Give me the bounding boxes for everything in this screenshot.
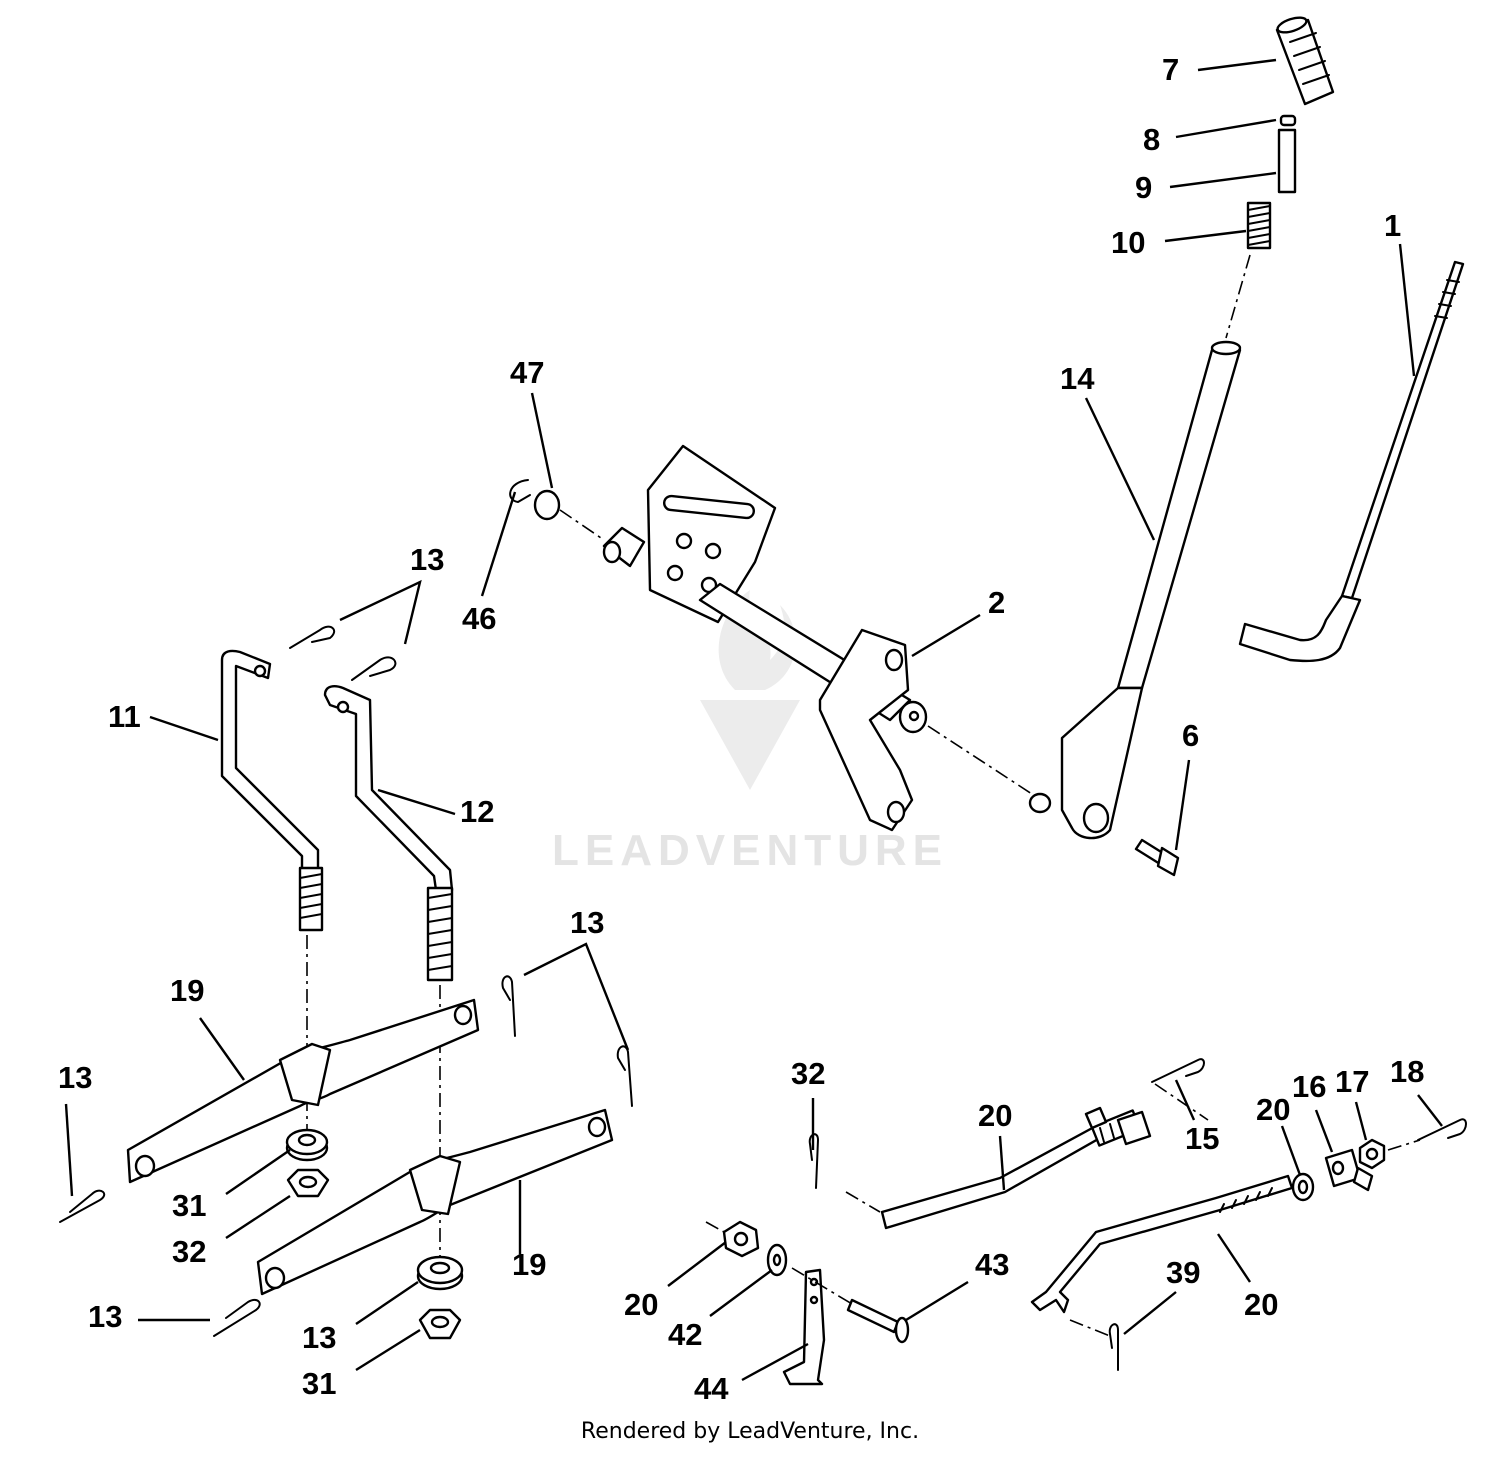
- lift-rod-part: [1238, 260, 1465, 663]
- callout-label: 13: [410, 542, 444, 577]
- callout-label: 18: [1390, 1054, 1424, 1089]
- callout-label: 6: [1182, 718, 1199, 753]
- footer-credit: Rendered by LeadVenture, Inc.: [581, 1419, 919, 1444]
- callout-label: 7: [1162, 52, 1179, 87]
- callout-label: 32: [172, 1234, 206, 1269]
- callout-label: 12: [460, 794, 494, 829]
- spacer-part: [285, 1128, 329, 1162]
- callout-label: 9: [1135, 170, 1152, 205]
- spacer-part: [416, 1255, 464, 1291]
- callout-label: 11: [108, 699, 141, 734]
- callout-label: 20: [978, 1098, 1012, 1133]
- lift-link-right-part: [323, 685, 454, 982]
- hairpin-clip-part: [1151, 1058, 1205, 1083]
- leader-lines: [64, 58, 1443, 1382]
- callout-label: 32: [791, 1056, 825, 1091]
- knob-part: [1275, 16, 1335, 106]
- callout-label: 20: [1244, 1287, 1278, 1322]
- hairpin-clip-part: [1108, 1323, 1119, 1371]
- adjustment-rod-lower-part: [1030, 1174, 1294, 1314]
- callout-label: 31: [302, 1366, 336, 1401]
- callout-label: 15: [1185, 1121, 1219, 1156]
- callout-label: 13: [88, 1299, 122, 1334]
- callout-label: 20: [1256, 1092, 1290, 1127]
- ferrule-part: [1279, 114, 1297, 127]
- retaining-clip-part: [509, 479, 531, 503]
- hairpin-clip-part: [1417, 1118, 1467, 1141]
- pin-part: [1277, 128, 1297, 194]
- callout-label: 10: [1111, 225, 1145, 260]
- hairpin-clip-part: [616, 1045, 633, 1107]
- callout-label: 14: [1060, 361, 1095, 396]
- hairpin-clip-part: [501, 975, 516, 1037]
- hairpin-clip-part: [289, 625, 336, 649]
- callout-label: 31: [172, 1188, 206, 1223]
- callout-label: 44: [694, 1371, 729, 1406]
- callout-label: 17: [1335, 1064, 1369, 1099]
- callout-label: 13: [302, 1320, 336, 1355]
- callout-label: 46: [462, 601, 496, 636]
- carriage-bolt-part: [846, 1298, 910, 1344]
- flat-washer-part: [766, 1243, 788, 1277]
- bracket-part: [782, 1268, 826, 1386]
- callout-label: 13: [570, 905, 604, 940]
- callout-label: 19: [170, 973, 204, 1008]
- watermark-text: LEADVENTURE: [552, 826, 948, 875]
- lift-link-left-part: [220, 649, 324, 932]
- jam-nut-part: [1358, 1138, 1386, 1170]
- washer-ring-part: [533, 489, 561, 521]
- callout-label: 1: [1384, 208, 1401, 243]
- watermark-flame-logo: [700, 590, 800, 790]
- lift-arm-lower-part: [256, 1108, 614, 1296]
- callout-label: 39: [1166, 1255, 1200, 1290]
- lift-handle-part: [1028, 340, 1242, 840]
- callout-label: 13: [58, 1060, 92, 1095]
- callout-label: 47: [510, 355, 544, 390]
- lift-shaft-part: [602, 444, 928, 832]
- washer-nut-part: [1291, 1172, 1315, 1202]
- hairpin-clip-part: [59, 1189, 106, 1223]
- bolt-part: [1134, 838, 1180, 877]
- trunnion-block-part: [1324, 1148, 1374, 1192]
- callout-label: 16: [1292, 1069, 1326, 1104]
- locknut-part: [722, 1220, 760, 1258]
- callout-label: 2: [988, 585, 1005, 620]
- hairpin-clip-part: [351, 656, 397, 681]
- callout-label: 43: [975, 1247, 1009, 1282]
- callout-label: 19: [512, 1247, 546, 1282]
- callout-labels: 7 8 9 10 1 14 47 46 2 6 13 11 12 13 19 1…: [58, 52, 1424, 1406]
- callout-label: 8: [1143, 122, 1160, 157]
- hex-nut-part: [286, 1168, 330, 1198]
- adjustment-rod-upper-part: [880, 1106, 1152, 1230]
- hex-nut-part: [418, 1308, 462, 1340]
- hairpin-clip-part: [213, 1298, 261, 1337]
- watermark: LEADVENTURE: [552, 590, 948, 875]
- callout-label: 42: [668, 1317, 702, 1352]
- callout-label: 20: [624, 1287, 658, 1322]
- lift-arm-upper-part: [126, 998, 480, 1184]
- spring-part: [1246, 201, 1272, 250]
